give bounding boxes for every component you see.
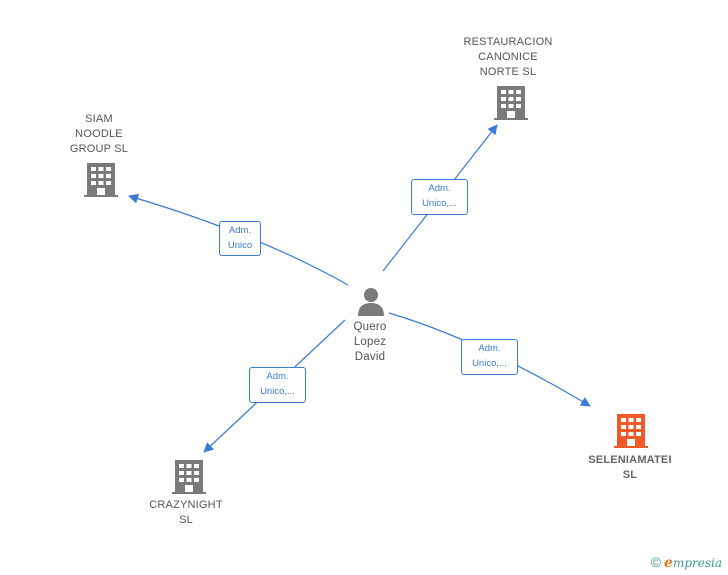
building-icon-restauracion[interactable]: [494, 85, 528, 121]
brand-initial: e: [664, 555, 673, 571]
person-name[interactable]: Quero Lopez David: [353, 321, 387, 363]
company-name-seleniamatei[interactable]: SELENIAMATEI SL: [588, 454, 672, 481]
brand-name: mpresia: [672, 556, 722, 570]
edge-label-crazynight[interactable]: Adm. Unico,...: [249, 367, 306, 403]
building-icon-seleniamatei[interactable]: [614, 413, 648, 449]
edge-label-siam[interactable]: Adm. Unico: [219, 221, 261, 256]
company-name-siam[interactable]: SIAM NOODLE GROUP SL: [69, 113, 129, 155]
footer-brand[interactable]: ©empresia: [651, 554, 722, 571]
person-icon[interactable]: [356, 286, 386, 316]
company-name-restauracion[interactable]: RESTAURACION CANONICE NORTE SL: [463, 36, 553, 78]
edge-label-restauracion[interactable]: Adm. Unico,...: [411, 179, 468, 215]
building-icon-siam[interactable]: [84, 162, 118, 198]
edge-label-seleniamatei[interactable]: Adm. Unico,...: [461, 339, 518, 375]
company-name-crazynight[interactable]: CRAZYNIGHT SL: [149, 499, 223, 526]
building-icon-crazynight[interactable]: [172, 459, 206, 495]
copyright-icon: ©: [650, 554, 662, 570]
